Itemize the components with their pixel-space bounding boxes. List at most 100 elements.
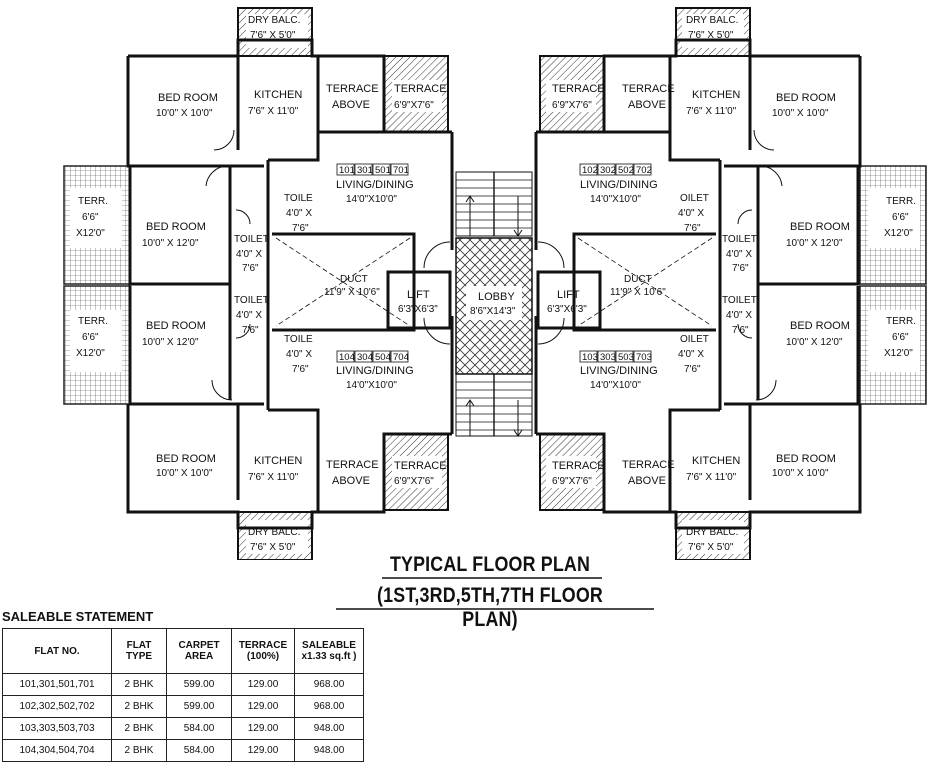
side-terrace-dim: 6'6" [82, 332, 99, 343]
terrace-dim: 6'9"X7'6" [552, 476, 592, 487]
living-label: LIVING/DINING [336, 179, 414, 191]
duct-label: DUCT [624, 274, 652, 285]
central-core: LOBBY 8'6"X14'3" [455, 171, 533, 437]
terrace-above-label: ABOVE [332, 99, 370, 111]
cell: 2 BHK [111, 673, 167, 696]
svg-text:704: 704 [393, 352, 409, 363]
side-terrace-dim: X12'0" [76, 348, 105, 359]
side-terrace-label: TERR. [886, 196, 916, 207]
bedroom-label: BED ROOM [790, 221, 850, 233]
side-terrace-dim: X12'0" [76, 228, 105, 239]
svg-text:303: 303 [600, 352, 616, 363]
lift-dim: 6'3"X6'3" [547, 304, 587, 315]
terrace-above-label: ABOVE [332, 475, 370, 487]
side-terrace-dim: X12'0" [884, 348, 913, 359]
cell: 104,304,504,704 [2, 739, 112, 762]
side-terrace-dim: 6'6" [82, 212, 99, 223]
flat-numbers-br: 103 303 503 703 [579, 350, 652, 363]
dry-balcony-dim: 7'6" X 5'0" [688, 542, 734, 553]
terrace-label: TERRACE [394, 83, 447, 95]
living-label: LIVING/DINING [580, 179, 658, 191]
dry-balcony-dim: 7'6" X 5'0" [250, 30, 296, 41]
kitchen-dim: 7'6" X 11'0" [248, 106, 299, 117]
cell: 129.00 [231, 717, 295, 740]
side-terrace-label: TERR. [78, 196, 108, 207]
col-flat-no: FLAT NO. [2, 628, 112, 674]
bedroom-dim: 10'0" X 10'0" [772, 108, 829, 119]
toilet-dim: 4'0" X [726, 249, 752, 260]
svg-text:504: 504 [375, 352, 391, 363]
lobby-label: LOBBY [478, 291, 515, 303]
terrace-label: TERRACE [552, 460, 605, 472]
bedroom-label: BED ROOM [146, 221, 206, 233]
table-row: 104,304,504,704 2 BHK 584.00 129.00 948.… [2, 739, 364, 762]
toilet-dim: 7'6" [242, 263, 259, 274]
duct-dim: 11'9" X 10'6" [324, 287, 380, 298]
svg-text:702: 702 [636, 165, 652, 176]
living-dim: 14'0"X10'0" [346, 380, 397, 391]
cell: 129.00 [231, 739, 295, 762]
toilet-label: OILET [680, 193, 709, 204]
cell: 103,303,503,703 [2, 717, 112, 740]
cell: 2 BHK [111, 739, 167, 762]
kitchen-label: KITCHEN [692, 455, 740, 467]
bedroom-dim: 10'0" X 10'0" [772, 468, 829, 479]
terrace-label: TERRACE [394, 460, 447, 472]
col-terrace: TERRACE(100%) [231, 628, 295, 674]
terrace-above-label: TERRACE [622, 83, 675, 95]
kitchen-label: KITCHEN [254, 455, 302, 467]
toilet-label: OILET [680, 334, 709, 345]
cell: 2 BHK [111, 695, 167, 718]
cell: 968.00 [294, 673, 364, 696]
toilet-dim: 4'0" X [236, 310, 262, 321]
duct-dim: 11'9" X 10'6" [610, 287, 666, 298]
bedroom-dim: 10'0" X 10'0" [156, 108, 213, 119]
terrace-dim: 6'9"X7'6" [394, 476, 434, 487]
cell: 948.00 [294, 717, 364, 740]
svg-text:703: 703 [636, 352, 652, 363]
terrace-above-label: ABOVE [628, 475, 666, 487]
bedroom-label: BED ROOM [146, 320, 206, 332]
svg-text:104: 104 [339, 352, 355, 363]
toilet-dim: 4'0" X [726, 310, 752, 321]
bedroom-dim: 10'0" X 10'0" [156, 468, 213, 479]
svg-text:103: 103 [582, 352, 598, 363]
svg-text:302: 302 [600, 165, 616, 176]
bedroom-dim: 10'0" X 12'0" [142, 238, 199, 249]
kitchen-dim: 7'6" X 11'0" [686, 106, 737, 117]
kitchen-label: KITCHEN [254, 89, 302, 101]
living-label: LIVING/DINING [336, 365, 414, 377]
toilet-dim: 4'0" X [678, 208, 704, 219]
dry-balcony-dim: 7'6" X 5'0" [250, 542, 296, 553]
living-dim: 14'0"X10'0" [590, 194, 641, 205]
toilet-dim: 4'0" X [286, 349, 312, 360]
dry-balcony-label: DRY BALC. [686, 527, 738, 538]
svg-text:501: 501 [375, 165, 391, 176]
dry-balcony-dim: 7'6" X 5'0" [688, 30, 734, 41]
bedroom-label: BED ROOM [158, 92, 218, 104]
cell: 129.00 [231, 673, 295, 696]
plan-subtitle: (1ST,3RD,5TH,7TH FLOOR PLAN) [377, 584, 603, 631]
cell: 968.00 [294, 695, 364, 718]
side-terrace-label: TERR. [78, 316, 108, 327]
cell: 584.00 [166, 739, 232, 762]
terrace-above-label: TERRACE [326, 83, 379, 95]
toilet-dim: 4'0" X [286, 208, 312, 219]
statement-title: SALEABLE STATEMENT [2, 609, 154, 624]
bedroom-dim: 10'0" X 12'0" [786, 337, 843, 348]
kitchen-label: KITCHEN [692, 89, 740, 101]
room-labels-left: DRY BALC. 7'6" X 5'0" DRY BALC. 7'6" X 5… [76, 15, 447, 553]
living-label: LIVING/DINING [580, 365, 658, 377]
cell: 129.00 [231, 695, 295, 718]
toilet-label: TOILE [284, 193, 313, 204]
terrace-above-label: TERRACE [326, 459, 379, 471]
plan-title: TYPICAL FLOOR PLAN [389, 553, 591, 576]
table-row: 101,301,501,701 2 BHK 599.00 129.00 968.… [2, 673, 364, 696]
side-terrace-dim: X12'0" [884, 228, 913, 239]
living-dim: 14'0"X10'0" [346, 194, 397, 205]
bedroom-label: BED ROOM [156, 453, 216, 465]
